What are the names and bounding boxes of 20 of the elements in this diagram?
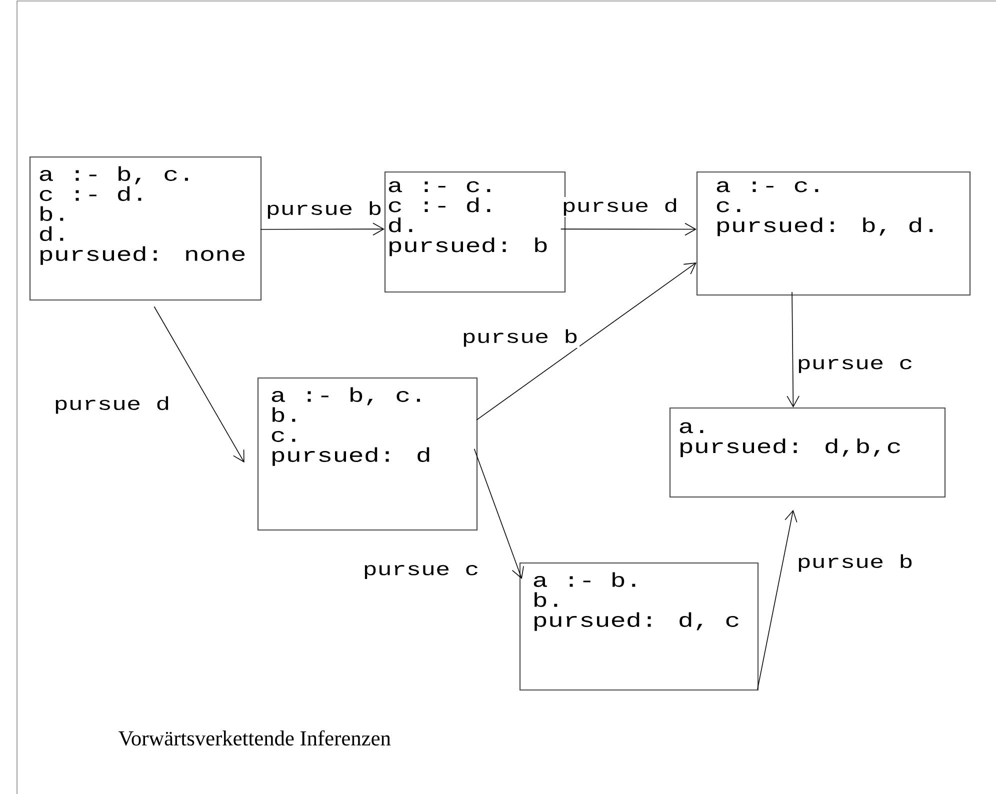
arrow	[476, 262, 696, 420]
edge-label: pursue b	[460, 328, 580, 348]
process-box: a :- b. b. pursued: d, c	[519, 562, 759, 691]
process-box: a. pursued: d,b,c	[669, 407, 946, 498]
edge-label: pursue c	[361, 564, 481, 580]
edge-label: pursue d	[560, 196, 680, 218]
edge-label: pursue b	[795, 552, 915, 574]
arrow	[260, 222, 384, 236]
arrow	[560, 222, 696, 236]
edge-label: pursue b	[264, 200, 384, 220]
process-box: a :- c. c. pursued: b, d.	[696, 171, 971, 296]
process-box: a :- b, c. c :- d. b. d. pursued: none	[29, 156, 262, 301]
arrow	[757, 510, 798, 690]
arrow	[154, 306, 244, 463]
edge-label: pursue d	[52, 394, 172, 416]
caption: Vorwärtsverkettende Inferenzen	[118, 730, 391, 746]
process-box: a :- b, c. b. c. pursued: d	[257, 377, 478, 531]
arrow	[786, 292, 800, 408]
edge-label: pursue c	[795, 358, 915, 374]
arrow	[474, 448, 524, 579]
